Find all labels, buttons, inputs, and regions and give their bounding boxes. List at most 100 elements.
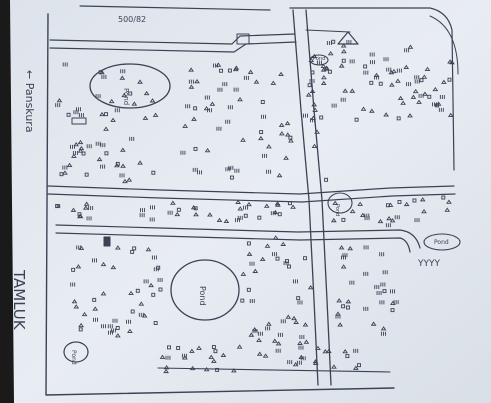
house-symbol: [82, 205, 89, 210]
house-symbol: [341, 58, 346, 63]
top-code-label: 500/82: [118, 15, 146, 24]
house-symbol: [100, 143, 106, 148]
house-symbol: [78, 245, 85, 250]
house-symbol: [326, 41, 332, 46]
house-symbol: [363, 271, 369, 276]
house-symbol: [322, 349, 329, 354]
house-symbol: [151, 255, 157, 260]
house-symbol: [382, 270, 388, 275]
house-symbol: [341, 304, 346, 309]
house-symbol: [163, 368, 169, 374]
house-symbol: [265, 321, 272, 326]
house-symbol: [158, 287, 163, 292]
house-symbol: [128, 91, 133, 96]
house-symbol: [309, 88, 316, 94]
house-symbol: [204, 147, 211, 153]
house-symbol: [217, 87, 223, 92]
house-symbol: [92, 297, 97, 302]
house-symbol: [95, 94, 101, 99]
house-symbol: [297, 300, 303, 305]
house-symbol: [263, 203, 270, 208]
house-symbol: [229, 175, 234, 180]
house-symbol: [107, 330, 113, 335]
house-symbol: [100, 291, 107, 296]
house-symbol: [264, 243, 271, 248]
house-symbol: [78, 322, 84, 328]
pond-label-3: Pond: [70, 350, 77, 365]
house-symbol: [284, 120, 291, 126]
house-symbol: [311, 102, 318, 107]
house-symbol: [416, 99, 422, 104]
right-boundary-line: [289, 7, 455, 171]
house-symbol: [383, 112, 389, 117]
pond-label-1: Pond: [122, 88, 130, 105]
pond-label-6: Pond: [434, 239, 449, 246]
house-symbol: [223, 218, 230, 224]
corner-arc: [429, 15, 459, 75]
house-symbol: [170, 200, 176, 205]
house-symbol: [219, 68, 223, 73]
house-symbol: [108, 98, 115, 104]
house-symbol: [56, 98, 63, 103]
house-symbol: [148, 282, 154, 288]
house-symbol: [193, 106, 198, 111]
house-symbol: [185, 104, 191, 109]
house-symbol: [188, 67, 194, 72]
house-symbol: [302, 322, 309, 327]
house-symbol: [354, 117, 359, 122]
house-symbol: [130, 249, 135, 254]
house-symbol: [71, 153, 77, 158]
house-symbol: [379, 300, 385, 305]
house-symbol: [340, 97, 346, 102]
pond-1: [89, 63, 171, 109]
small-building: [71, 117, 87, 125]
house-symbol: [137, 160, 143, 165]
house-symbol: [119, 147, 126, 152]
house-symbol: [153, 267, 159, 272]
house-symbol: [81, 151, 86, 156]
house-symbol: [209, 101, 216, 106]
house-symbol: [75, 264, 82, 269]
house-symbol: [101, 324, 106, 329]
house-symbol: [338, 63, 345, 68]
upper-road-east: [305, 29, 351, 33]
house-symbol: [157, 278, 163, 283]
house-symbol: [78, 145, 85, 151]
house-symbol: [174, 211, 181, 217]
house-symbol: [277, 332, 283, 337]
house-symbol: [447, 77, 452, 82]
house-symbol: [149, 217, 155, 222]
house-symbol: [196, 345, 202, 350]
house-symbol: [115, 333, 121, 338]
house-symbol: [284, 132, 291, 137]
house-symbol: [424, 66, 431, 72]
house-symbol: [246, 287, 251, 292]
house-symbol: [246, 201, 252, 207]
house-symbol: [446, 199, 452, 204]
house-symbol: [249, 261, 255, 266]
house-symbol: [353, 365, 359, 370]
house-symbol: [237, 215, 243, 220]
house-symbol: [320, 80, 327, 86]
house-symbol: [84, 172, 89, 177]
house-symbol: [92, 258, 97, 263]
house-symbol: [404, 48, 410, 53]
house-symbol: [414, 79, 420, 84]
house-symbol: [309, 78, 315, 83]
house-symbol: [262, 353, 269, 358]
house-symbol: [285, 259, 289, 264]
house-symbol: [278, 122, 285, 127]
house-symbol: [227, 105, 233, 110]
house-symbol: [257, 331, 263, 336]
house-symbol: [270, 80, 277, 85]
house-symbol: [167, 210, 173, 215]
pond-3: [63, 341, 89, 363]
house-symbol: [310, 115, 317, 120]
house-symbol: [369, 52, 375, 57]
house-symbol: [150, 205, 155, 210]
house-symbol: [447, 59, 453, 64]
house-symbol: [379, 252, 385, 257]
top-boundary-line: [79, 5, 271, 11]
house-symbol: [376, 290, 382, 295]
house-symbol: [279, 131, 285, 136]
